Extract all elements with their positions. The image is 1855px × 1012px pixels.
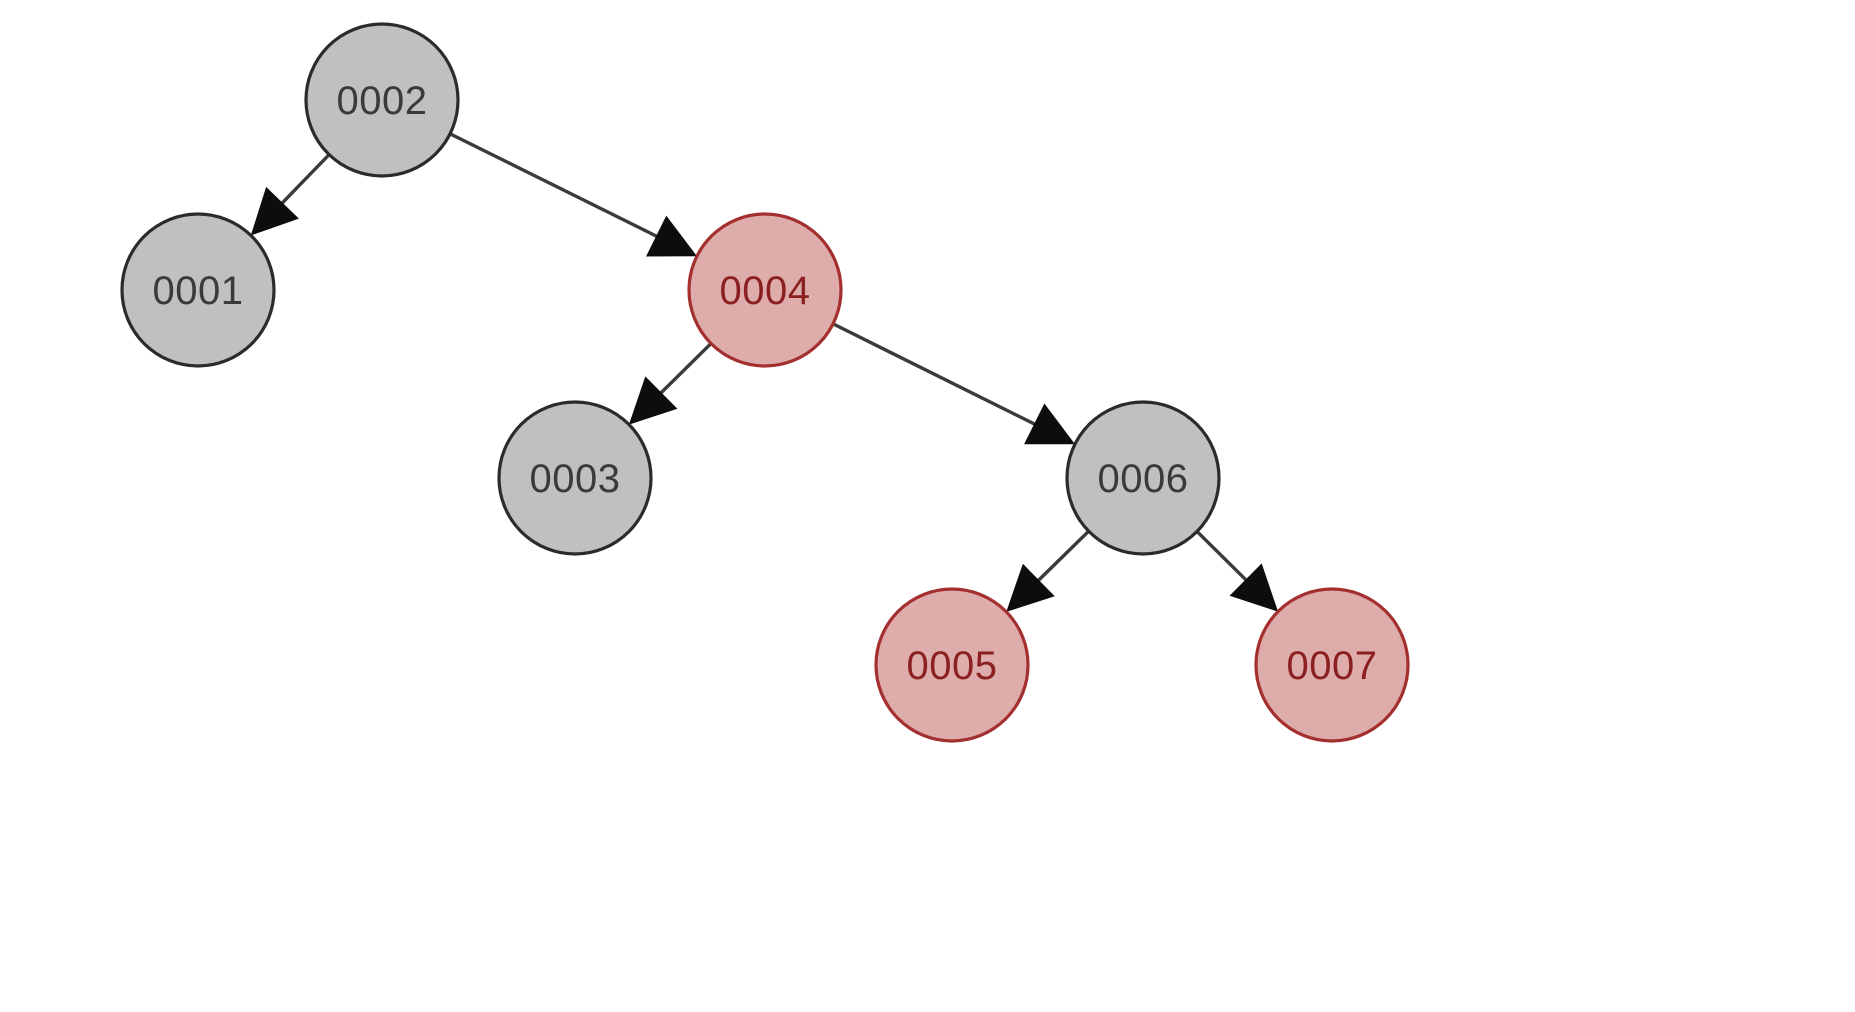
- node-0006[interactable]: 0006: [1065, 400, 1221, 556]
- edge-line: [833, 322, 1036, 426]
- edge-line: [659, 342, 712, 395]
- node-0002[interactable]: 0002: [304, 22, 460, 178]
- arrowhead-icon: [1006, 563, 1055, 612]
- edge-0006-to-0005: [1006, 530, 1090, 612]
- arrowhead-icon: [1229, 563, 1279, 612]
- nodes-layer: 0002 0001 0004 0003 0006 0005 0007: [120, 22, 1410, 743]
- edge-0004-to-0006: [833, 322, 1076, 445]
- node-circle[interactable]: [304, 22, 460, 178]
- node-0003[interactable]: 0003: [497, 400, 653, 556]
- node-circle[interactable]: [120, 212, 276, 368]
- node-0001[interactable]: 0001: [120, 212, 276, 368]
- edge-0002-to-0004: [450, 132, 698, 257]
- node-label: 0007: [1287, 644, 1378, 688]
- edges-layer: [250, 132, 1279, 612]
- arrowhead-icon: [646, 215, 698, 257]
- edge-line: [280, 154, 330, 205]
- node-label: 0003: [530, 457, 621, 501]
- edge-0006-to-0007: [1196, 530, 1279, 612]
- node-label: 0002: [337, 79, 428, 123]
- node-0007[interactable]: 0007: [1254, 587, 1410, 743]
- node-0005[interactable]: 0005: [874, 587, 1030, 743]
- edge-line: [1196, 530, 1248, 582]
- node-circle[interactable]: [1254, 587, 1410, 743]
- edge-0002-to-0001: [250, 154, 330, 236]
- node-label: 0006: [1098, 457, 1189, 501]
- arrowhead-icon: [250, 186, 299, 236]
- node-circle[interactable]: [1065, 400, 1221, 556]
- node-label: 0004: [720, 269, 811, 313]
- arrowhead-icon: [1024, 403, 1076, 445]
- arrowhead-icon: [628, 376, 678, 425]
- node-circle[interactable]: [874, 587, 1030, 743]
- node-label: 0001: [153, 269, 244, 313]
- edge-line: [450, 132, 658, 238]
- node-circle[interactable]: [497, 400, 653, 556]
- node-0004[interactable]: 0004: [687, 212, 843, 368]
- edge-line: [1037, 530, 1090, 582]
- node-circle[interactable]: [687, 212, 843, 368]
- node-label: 0005: [907, 644, 998, 688]
- edge-0004-to-0003: [628, 342, 712, 425]
